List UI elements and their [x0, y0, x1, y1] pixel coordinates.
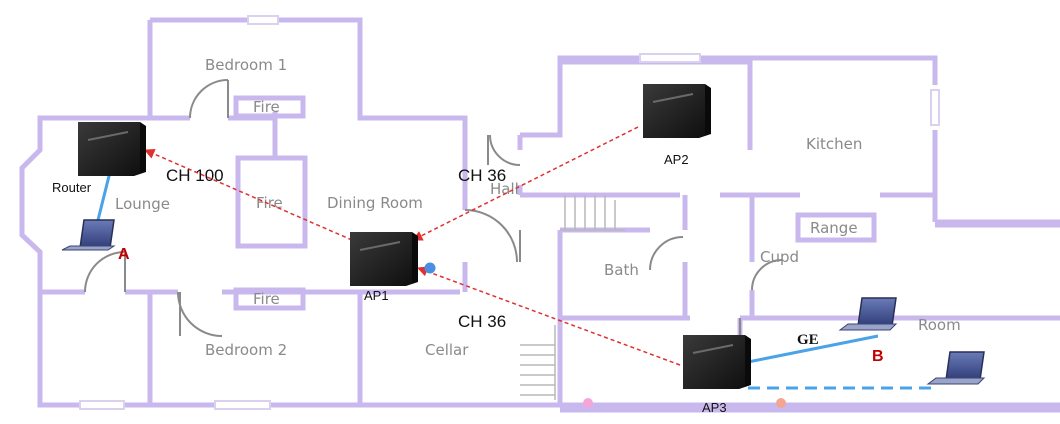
marker-b-label: B [872, 348, 884, 365]
room-label-hall: Hall [490, 180, 519, 198]
salmon-dot [776, 398, 786, 408]
room-label-lounge: Lounge [115, 195, 170, 213]
channel-label-ap3: CH 36 [458, 312, 506, 331]
blue-dot [424, 262, 436, 274]
stairs-cellar [520, 325, 556, 400]
ap1-label: AP1 [364, 288, 389, 303]
laptop-c-icon [926, 351, 986, 385]
link-ap1-router [144, 148, 353, 241]
room-label-bedroom1: Bedroom 1 [205, 56, 287, 74]
room-label-fire-bottom: Fire [253, 290, 280, 308]
laptop-a-icon [61, 219, 116, 251]
pink-dot [583, 398, 593, 408]
room-label-range: Range [810, 219, 858, 237]
room-label-bedroom2: Bedroom 2 [205, 341, 287, 359]
room-labels: Bedroom 1 Fire Lounge Fire Dining Room H… [115, 56, 961, 359]
walls [19, 17, 1060, 413]
windows [79, 15, 940, 410]
ap1-icon [350, 232, 418, 286]
room-label-bath: Bath [604, 261, 639, 279]
room-label-dining: Dining Room [327, 194, 423, 212]
router-label: Router [52, 180, 92, 195]
wireless-links [144, 126, 681, 366]
room-label-kitchen: Kitchen [806, 135, 862, 153]
link-ap3-laptop-b [747, 334, 879, 364]
router-icon [78, 122, 146, 176]
channel-label-ap2: CH 36 [458, 166, 506, 185]
ap3-icon [683, 335, 751, 389]
link-router-laptop-a [94, 171, 112, 229]
room-label-partial: Room [918, 316, 961, 334]
laptop-b-icon [838, 297, 898, 331]
marker-a-label: A [118, 246, 130, 263]
link-ap3-ap1 [417, 266, 681, 366]
ap3-label: AP3 [702, 400, 727, 415]
ge-label: GE [797, 332, 819, 348]
ap2-label: AP2 [664, 152, 689, 167]
channel-label-router: CH 100 [166, 166, 224, 185]
ap2-icon [643, 84, 711, 138]
wired-links [94, 171, 932, 390]
room-label-fire-mid: Fire [256, 194, 283, 212]
room-label-fire-top: Fire [253, 98, 280, 116]
room-label-cupd: Cupd [760, 248, 799, 266]
doors [84, 79, 783, 340]
room-label-cellar: Cellar [425, 341, 469, 359]
stairs-hall [560, 195, 625, 231]
